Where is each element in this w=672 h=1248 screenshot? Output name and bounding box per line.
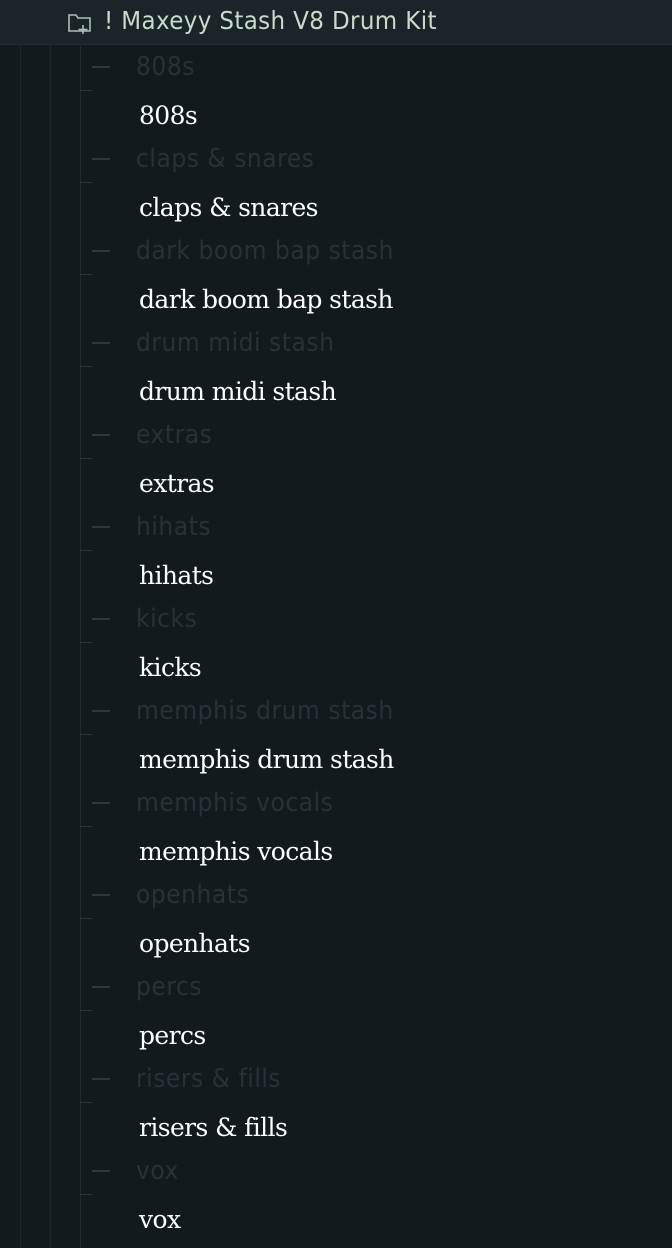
tree-item-6[interactable]: kicks kicks bbox=[0, 598, 672, 690]
file-label[interactable]: risers & fills bbox=[139, 1113, 288, 1142]
file-label[interactable]: vox bbox=[139, 1205, 181, 1234]
tree-item-4[interactable]: extras extras bbox=[0, 414, 672, 506]
file-label[interactable]: claps & snares bbox=[139, 193, 319, 222]
collapse-icon[interactable] bbox=[92, 526, 110, 528]
branch-line bbox=[80, 90, 92, 91]
tree-item-12[interactable]: vox vox bbox=[0, 1150, 672, 1242]
collapse-icon[interactable] bbox=[92, 1170, 110, 1172]
branch-line bbox=[80, 1194, 92, 1195]
file-label[interactable]: 808s bbox=[139, 101, 198, 130]
collapse-icon[interactable] bbox=[92, 802, 110, 804]
subfolder-label[interactable]: 808s bbox=[136, 52, 196, 82]
tree-guide-line bbox=[50, 0, 51, 1248]
tree-item-8[interactable]: memphis vocals memphis vocals bbox=[0, 782, 672, 874]
tree-item-3[interactable]: drum midi stash drum midi stash bbox=[0, 322, 672, 414]
collapse-icon[interactable] bbox=[92, 66, 110, 68]
tree-guide-line bbox=[80, 46, 81, 1248]
collapse-icon[interactable] bbox=[92, 250, 110, 252]
subfolder-label[interactable]: memphis drum stash bbox=[136, 696, 394, 726]
branch-line bbox=[80, 182, 92, 183]
branch-line bbox=[80, 918, 92, 919]
tree-item-0[interactable]: 808s 808s bbox=[0, 46, 672, 138]
branch-line bbox=[80, 642, 92, 643]
file-label[interactable]: dark boom bap stash bbox=[139, 285, 393, 314]
collapse-icon[interactable] bbox=[92, 894, 110, 896]
subfolder-label[interactable]: openhats bbox=[136, 880, 250, 910]
branch-line bbox=[80, 1102, 92, 1103]
branch-line bbox=[80, 826, 92, 827]
tree-item-1[interactable]: claps & snares claps & snares bbox=[0, 138, 672, 230]
file-label[interactable]: openhats bbox=[139, 929, 251, 958]
subfolder-label[interactable]: risers & fills bbox=[136, 1064, 282, 1094]
branch-line bbox=[80, 274, 92, 275]
collapse-icon[interactable] bbox=[92, 434, 110, 436]
file-label[interactable]: percs bbox=[139, 1021, 206, 1050]
file-label[interactable]: drum midi stash bbox=[139, 377, 337, 406]
collapse-icon[interactable] bbox=[92, 986, 110, 988]
subfolder-label[interactable]: drum midi stash bbox=[136, 328, 335, 358]
file-label[interactable]: kicks bbox=[139, 653, 202, 682]
subfolder-label[interactable]: dark boom bap stash bbox=[136, 236, 395, 266]
file-label[interactable]: memphis drum stash bbox=[139, 745, 394, 774]
branch-line bbox=[80, 1010, 92, 1011]
collapse-icon[interactable] bbox=[92, 342, 110, 344]
subfolder-label[interactable]: hihats bbox=[136, 512, 212, 542]
tree-item-11[interactable]: risers & fills risers & fills bbox=[0, 1058, 672, 1150]
subfolder-label[interactable]: memphis vocals bbox=[136, 788, 334, 818]
collapse-icon[interactable] bbox=[92, 1078, 110, 1080]
file-label[interactable]: extras bbox=[139, 469, 215, 498]
folder-plus-icon bbox=[68, 14, 91, 34]
subfolder-label[interactable]: claps & snares bbox=[136, 144, 315, 174]
collapse-icon[interactable] bbox=[92, 710, 110, 712]
collapse-icon[interactable] bbox=[92, 618, 110, 620]
subfolder-label[interactable]: kicks bbox=[136, 604, 198, 634]
folder-tree: 808s 808s claps & snares claps & snares … bbox=[0, 46, 672, 1242]
tree-item-9[interactable]: openhats openhats bbox=[0, 874, 672, 966]
header-title: ! Maxeyy Stash V8 Drum Kit bbox=[104, 6, 437, 35]
subfolder-label[interactable]: percs bbox=[136, 972, 203, 1002]
tree-item-2[interactable]: dark boom bap stash dark boom bap stash bbox=[0, 230, 672, 322]
branch-line bbox=[80, 734, 92, 735]
tree-item-7[interactable]: memphis drum stash memphis drum stash bbox=[0, 690, 672, 782]
tree-item-5[interactable]: hihats hihats bbox=[0, 506, 672, 598]
branch-line bbox=[80, 550, 92, 551]
file-label[interactable]: hihats bbox=[139, 561, 214, 590]
subfolder-label[interactable]: extras bbox=[136, 420, 213, 450]
tree-item-10[interactable]: percs percs bbox=[0, 966, 672, 1058]
tree-guide-line bbox=[20, 0, 21, 1248]
file-label[interactable]: memphis vocals bbox=[139, 837, 333, 866]
branch-line bbox=[80, 458, 92, 459]
collapse-icon[interactable] bbox=[92, 158, 110, 160]
branch-line bbox=[80, 366, 92, 367]
folder-header[interactable]: ! Maxeyy Stash V8 Drum Kit bbox=[0, 0, 672, 45]
subfolder-label[interactable]: vox bbox=[136, 1156, 179, 1186]
